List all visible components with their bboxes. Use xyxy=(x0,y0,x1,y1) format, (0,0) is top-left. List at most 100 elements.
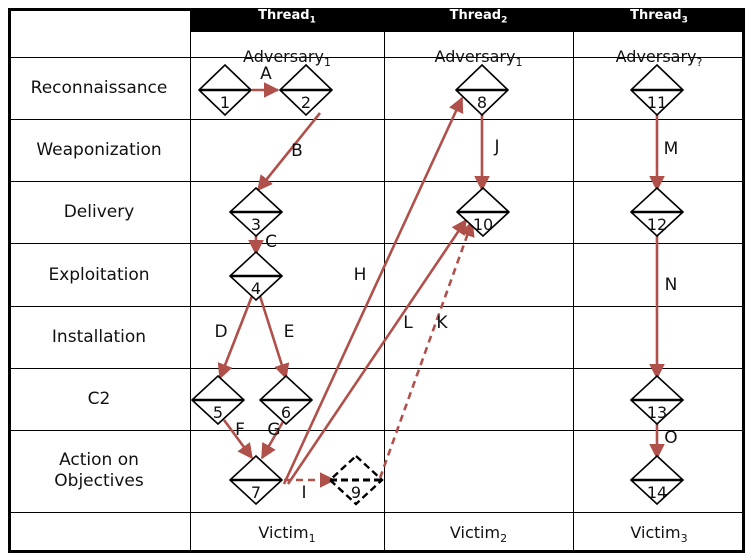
adversary-cell-1: Adversary1 xyxy=(190,34,384,85)
node-13-label: 13 xyxy=(647,403,667,422)
edge-K xyxy=(378,220,475,479)
node-12[interactable]: 12 xyxy=(629,186,685,238)
node-10[interactable]: 10 xyxy=(455,186,511,238)
edge-labels-layer: A B C D E F G H I J K L M N O xyxy=(214,64,678,503)
edge-H xyxy=(282,96,464,485)
edge-label-A: A xyxy=(260,64,272,84)
phase-label-delivery: Delivery xyxy=(63,202,135,222)
node-10-label: 10 xyxy=(473,215,493,234)
phase-label-exploitation: Exploitation xyxy=(48,264,150,285)
victim-cell-1: Victim1 xyxy=(190,512,384,553)
phase-label-installation: Installation xyxy=(51,327,147,347)
node-1-label: 1 xyxy=(220,93,230,112)
thread-header-2-sub: 2 xyxy=(501,15,508,26)
thread-header-2: Thread2 xyxy=(384,0,573,41)
edge-F xyxy=(222,419,254,460)
edge-label-B: B xyxy=(291,141,303,161)
thread-header-1-text: Thread xyxy=(258,8,310,23)
edge-D xyxy=(217,295,254,380)
node-1[interactable]: 1 xyxy=(197,63,253,117)
node-2-label: 2 xyxy=(301,93,311,112)
edge-label-I: I xyxy=(301,483,306,503)
grid-hline xyxy=(8,119,745,120)
adversary-1-text: Adversary xyxy=(243,47,324,66)
thread-header-1: Thread1 xyxy=(190,0,384,41)
node-13[interactable]: 13 xyxy=(629,374,685,426)
edge-label-G: G xyxy=(267,420,280,440)
grid-hline xyxy=(8,306,745,307)
node-3[interactable]: 3 xyxy=(228,186,284,238)
node-3-label: 3 xyxy=(251,215,261,234)
thread-header-1-sub: 1 xyxy=(309,15,316,26)
adversary-cell-3: Adversary? xyxy=(573,34,745,85)
node-6-label: 6 xyxy=(281,403,291,422)
victim-cell-2: Victim2 xyxy=(384,512,573,553)
node-5[interactable]: 5 xyxy=(190,374,246,426)
grid-vline xyxy=(384,32,385,553)
edge-label-C: C xyxy=(265,232,277,252)
adversary-2-text: Adversary xyxy=(434,47,516,66)
victim-2-text: Victim xyxy=(449,523,501,542)
edge-label-M: M xyxy=(664,139,679,159)
node-2[interactable]: 2 xyxy=(278,63,334,117)
node-4[interactable]: 4 xyxy=(228,250,284,302)
node-7[interactable]: 7 xyxy=(228,454,284,506)
node-11[interactable]: 11 xyxy=(629,63,685,117)
edge-label-H: H xyxy=(354,265,367,285)
node-8[interactable]: 8 xyxy=(454,63,510,117)
phase-label-c2: C2 xyxy=(87,389,111,409)
grid-hline xyxy=(8,430,745,431)
edge-label-F: F xyxy=(235,420,245,440)
node-14[interactable]: 14 xyxy=(629,454,685,506)
edge-label-O: O xyxy=(664,428,677,448)
thread-header-band xyxy=(190,8,745,32)
node-4-label: 4 xyxy=(251,279,261,298)
edge-L xyxy=(286,218,468,485)
grid-hline xyxy=(8,57,745,58)
node-5-label: 5 xyxy=(213,403,223,422)
adversary-2-sub: 1 xyxy=(515,56,523,70)
node-14-label: 14 xyxy=(647,483,667,502)
grid-vline xyxy=(190,8,191,553)
victim-3-sub: 3 xyxy=(680,532,688,546)
edge-B xyxy=(256,112,322,192)
adversary-1-sub: 1 xyxy=(323,56,331,70)
node-8-label: 8 xyxy=(477,93,487,112)
node-9-label: 9 xyxy=(351,483,361,502)
thread-header-3-text: Thread xyxy=(630,8,682,23)
edge-label-K: K xyxy=(436,313,448,333)
nodes-layer: 1 2 3 4 5 xyxy=(190,63,685,506)
phase-label-weaponization: Weaponization xyxy=(36,140,162,160)
grid-vline xyxy=(573,32,574,553)
edge-label-N: N xyxy=(665,275,678,295)
grid-hline xyxy=(8,243,745,244)
edge-E xyxy=(258,295,290,380)
node-9[interactable]: 9 xyxy=(328,454,384,506)
edges-layer xyxy=(217,82,665,488)
node-12-label: 12 xyxy=(647,215,667,234)
edge-label-E: E xyxy=(284,322,295,342)
grid-hline xyxy=(8,368,745,369)
victim-1-text: Victim xyxy=(258,523,309,542)
grid-hline xyxy=(8,181,745,182)
thread-header-3: Thread3 xyxy=(573,0,745,41)
victim-3-text: Victim xyxy=(630,523,681,542)
adversary-cell-2: Adversary1 xyxy=(384,34,573,85)
adversary-3-sub: ? xyxy=(696,56,703,70)
thread-header-2-text: Thread xyxy=(449,8,502,23)
node-6[interactable]: 6 xyxy=(258,374,314,426)
edge-label-L: L xyxy=(403,313,413,333)
phase-label-reconnaissance: Reconnaissance xyxy=(30,78,168,98)
victim-1-sub: 1 xyxy=(308,532,316,546)
edge-label-J: J xyxy=(493,137,499,157)
grid-hline xyxy=(8,512,745,513)
edge-G xyxy=(260,419,286,460)
victim-2-sub: 2 xyxy=(500,532,508,546)
node-11-label: 11 xyxy=(647,93,667,112)
edge-label-D: D xyxy=(214,322,227,342)
thread-header-3-sub: 3 xyxy=(681,15,688,26)
adversary-3-text: Adversary xyxy=(615,47,697,66)
node-7-label: 7 xyxy=(251,483,261,502)
